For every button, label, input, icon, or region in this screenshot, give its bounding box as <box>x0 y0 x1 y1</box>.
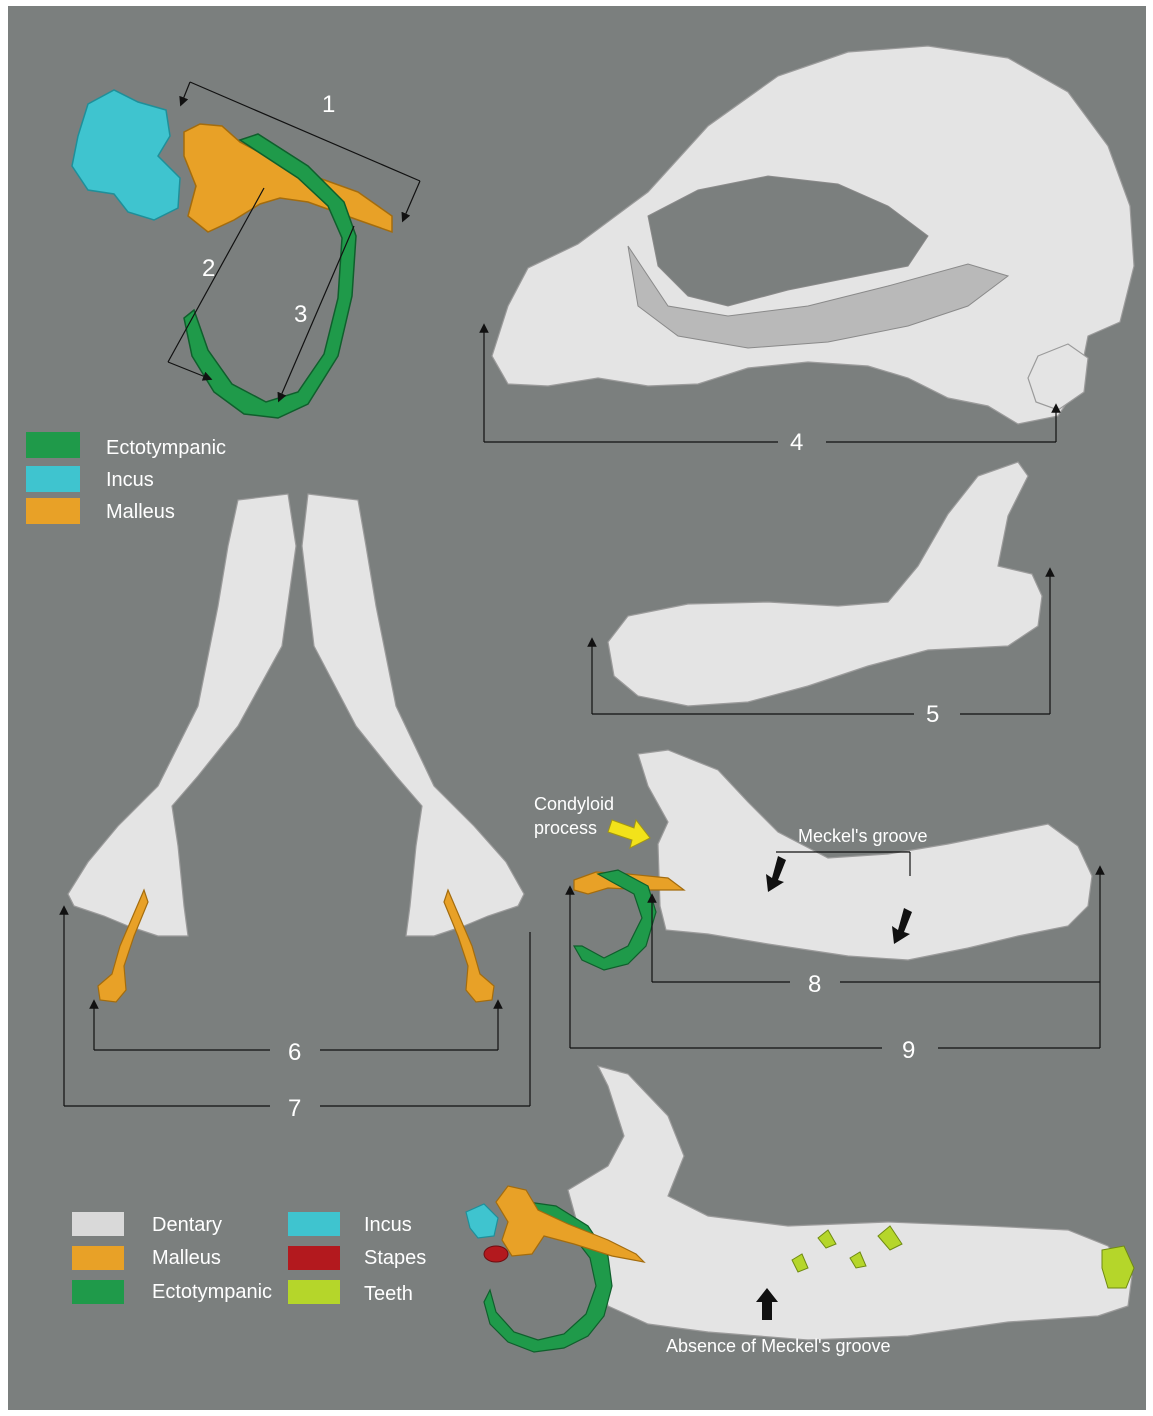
legend-bottom: Dentary Malleus Ectotympanic Incus Stape… <box>72 1212 426 1305</box>
legend-swatch-malleus <box>26 498 80 524</box>
incus-bone <box>72 90 180 220</box>
mandible-lateral-panel: 5 <box>592 462 1050 728</box>
mandible-medial-panel: Condyloid process Meckel's groove 8 9 <box>534 750 1100 1064</box>
dentary-incus <box>466 1204 498 1238</box>
legend-swatch-malleus-2 <box>72 1246 124 1270</box>
measure-7: 7 <box>288 1095 301 1122</box>
legend-label-malleus: Malleus <box>106 501 175 523</box>
legend-label-incus: Incus <box>106 469 154 491</box>
legend-label-ectotympanic-2: Ectotympanic <box>152 1281 272 1303</box>
malleus-bone <box>184 124 392 232</box>
legend-swatch-ectotympanic-2 <box>72 1280 124 1304</box>
legend-top: Ectotympanic Incus Malleus <box>26 432 226 524</box>
figure-canvas: 1 2 3 Ectotympanic Incus Malleus 4 5 <box>8 6 1146 1410</box>
legend-swatch-incus <box>26 466 80 492</box>
legend-label-incus-2: Incus <box>364 1214 412 1236</box>
legend-label-stapes: Stapes <box>364 1247 426 1269</box>
legend-swatch-ectotympanic <box>26 432 80 458</box>
legend-swatch-teeth <box>288 1280 340 1304</box>
measure-4: 4 <box>790 429 803 456</box>
legend-label-teeth: Teeth <box>364 1283 413 1305</box>
legend-swatch-dentary <box>72 1212 124 1236</box>
dentary <box>568 1066 1132 1340</box>
absence-of-meckels-groove-label: Absence of Meckel's groove <box>666 1336 891 1356</box>
condyloid-arrow-icon <box>608 820 650 848</box>
legend-label-malleus-2: Malleus <box>152 1247 221 1269</box>
measure-1: 1 <box>322 91 335 118</box>
figure-panel: 1 2 3 Ectotympanic Incus Malleus 4 5 <box>8 6 1146 1410</box>
condyloid-label-line1: Condyloid <box>534 794 614 814</box>
left-hemimandible <box>68 494 296 936</box>
measure-8: 8 <box>808 971 821 998</box>
legend-label-ectotympanic: Ectotympanic <box>106 437 226 459</box>
mandible-lateral <box>608 462 1042 706</box>
ossicles-panel: 1 2 3 <box>72 82 420 418</box>
dentary-stapes <box>484 1246 508 1262</box>
measure-9: 9 <box>902 1037 915 1064</box>
right-hemimandible <box>302 494 524 936</box>
measure-6: 6 <box>288 1039 301 1066</box>
measure-2: 2 <box>202 255 215 282</box>
legend-swatch-incus-2 <box>288 1212 340 1236</box>
legend-swatch-stapes <box>288 1246 340 1270</box>
mandible-medial <box>638 750 1092 960</box>
legend-label-dentary: Dentary <box>152 1214 222 1236</box>
condyloid-label-line2: process <box>534 818 597 838</box>
measure-3: 3 <box>294 301 307 328</box>
meckels-groove-label: Meckel's groove <box>798 826 928 846</box>
mandible-teeth-panel: Absence of Meckel's groove <box>466 1066 1134 1356</box>
skull-panel: 4 <box>484 46 1134 456</box>
measure-5: 5 <box>926 701 939 728</box>
mandible-ventral-panel: 6 7 <box>64 494 530 1122</box>
